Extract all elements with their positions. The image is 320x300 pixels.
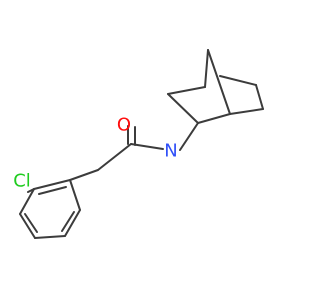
bond-ring-6-inner (38, 186, 67, 195)
bond-nb-8 (207, 49, 231, 115)
bond-ring-1 (69, 179, 81, 211)
bond-ring-3 (34, 235, 66, 239)
bond-carbonyl-nitrogen (130, 143, 164, 150)
bonds (19, 49, 264, 239)
bond-carbonyl-ch2 (97, 143, 132, 171)
bond-ch2-ch2 (69, 169, 99, 181)
bond-ring-5 (19, 188, 35, 215)
bond-ring-chlorine (27, 188, 35, 193)
bond-ring-2 (64, 209, 81, 237)
bond-nb-2 (167, 86, 206, 95)
bond-nb-7 (204, 49, 209, 88)
chlorine-label: Cl (13, 171, 31, 192)
bond-ring-6 (33, 179, 71, 190)
bond-nb-5 (255, 84, 264, 110)
bond-ring-4 (19, 213, 36, 239)
bond-nb-1 (167, 93, 199, 124)
oxygen-label: O (117, 115, 131, 136)
bond-nb-4 (229, 108, 264, 115)
bond-nb-6 (219, 75, 257, 86)
molecule-structure: O N Cl (13, 49, 264, 239)
bond-nb-3 (197, 113, 231, 124)
bond-ring-4-inner (24, 213, 38, 233)
molecule-canvas: O N Cl (13, 49, 264, 239)
bond-nitrogen-norbornane (179, 122, 199, 151)
nitrogen-label: N (164, 141, 177, 162)
atom-labels: O N Cl (13, 115, 178, 192)
bond-ring-2-inner (61, 211, 75, 232)
